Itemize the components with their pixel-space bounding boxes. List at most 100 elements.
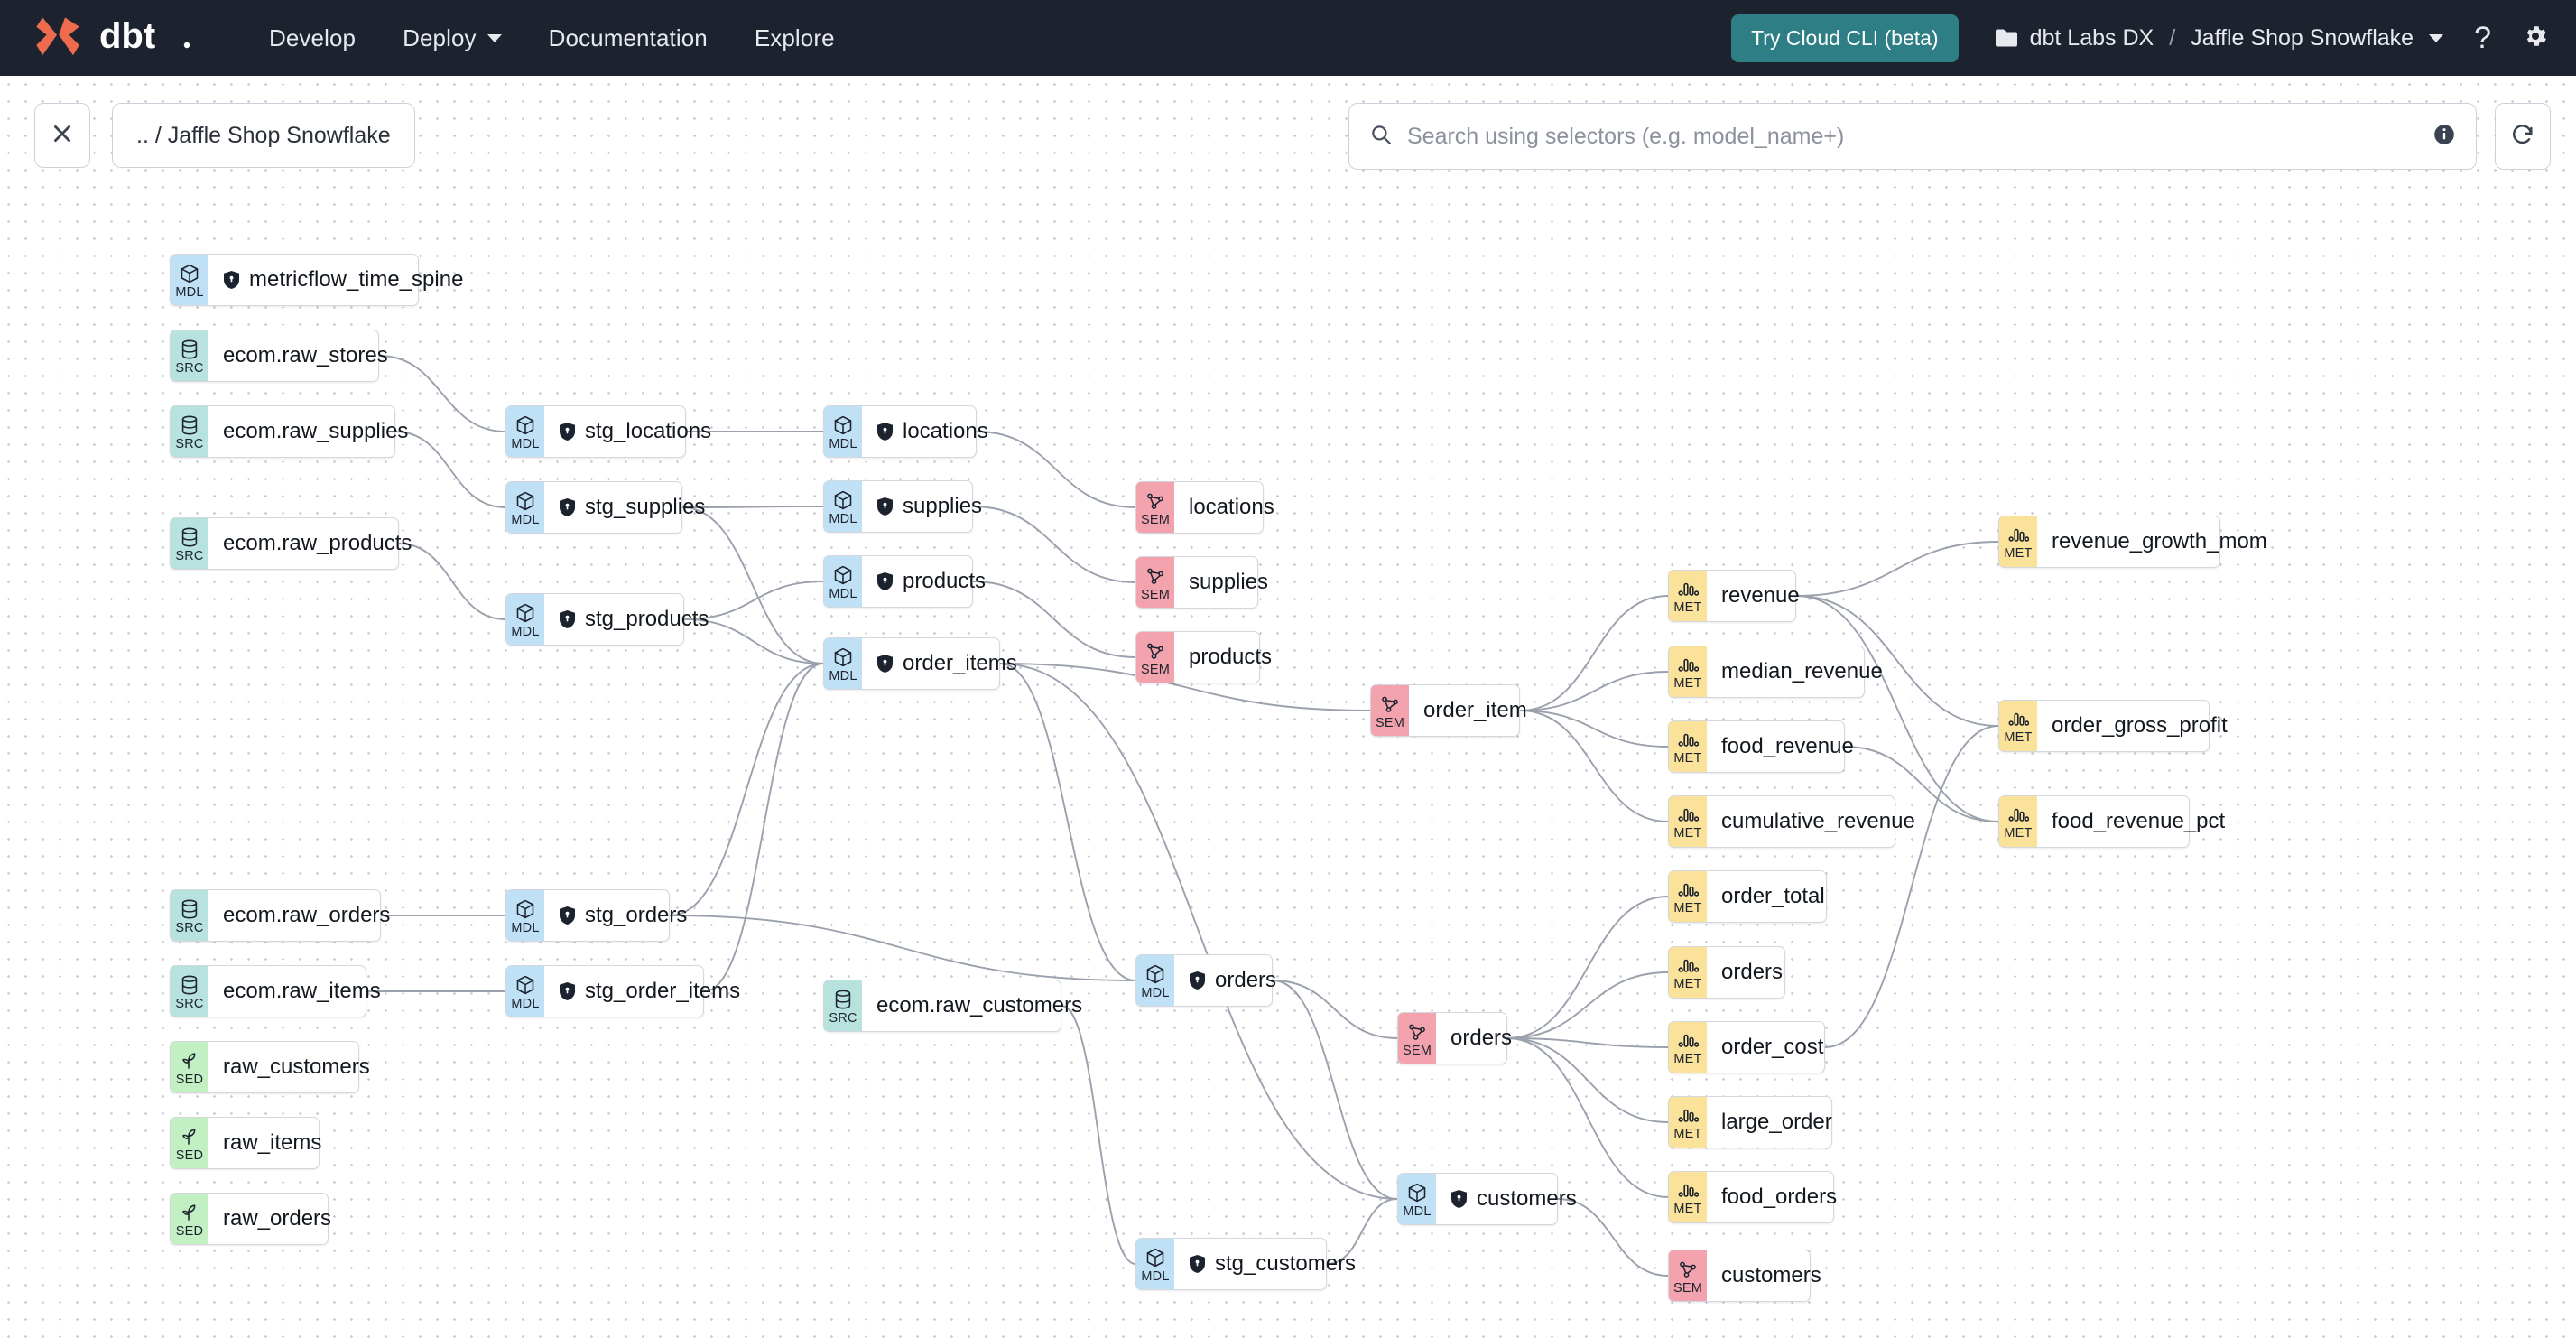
graph-node-mdl_locations[interactable]: MDL locations [823, 405, 988, 458]
bar-chart-icon: MET [1669, 796, 1707, 847]
node-label: revenue_growth_mom [2052, 529, 2267, 553]
settings-button[interactable] [2522, 23, 2549, 54]
nav-documentation-label: Documentation [548, 23, 708, 51]
graph-node-sem_products[interactable]: SEM products [1135, 631, 1272, 683]
graph-edge [1326, 1198, 1398, 1265]
dbt-logo[interactable]: dbt [34, 14, 197, 61]
shield-badge-icon [559, 981, 576, 1001]
graph-edge [1506, 896, 1669, 1039]
node-body: ecom.raw_orders [208, 890, 408, 941]
graph-node-stg_order_items[interactable]: MDL stg_order_items [505, 965, 740, 1017]
network-icon: SEM [1669, 1250, 1707, 1301]
nav-develop-label: Develop [269, 23, 357, 51]
node-type-label: MET [2004, 729, 2033, 745]
node-label: raw_orders [223, 1206, 332, 1231]
graph-node-stg_supplies[interactable]: MDL stg_supplies [505, 481, 705, 534]
graph-breadcrumb[interactable]: .. / Jaffle Shop Snowflake [112, 103, 415, 168]
help-button[interactable]: ? [2474, 23, 2491, 53]
node-body: raw_orders [208, 1194, 349, 1244]
nav-explore[interactable]: Explore [731, 15, 858, 61]
graph-node-stg_locations[interactable]: MDL stg_locations [505, 405, 711, 458]
database-icon: SRC [171, 518, 208, 569]
breadcrumb-account[interactable]: dbt Labs DX [2029, 24, 2154, 51]
network-icon: SEM [1136, 482, 1174, 533]
nav-develop[interactable]: Develop [246, 15, 379, 61]
network-icon: SEM [1136, 557, 1174, 608]
node-label: products [1189, 645, 1273, 669]
node-type-label: MDL [511, 624, 540, 639]
nav-documentation[interactable]: Documentation [525, 15, 731, 61]
bar-chart-icon: MET [1999, 516, 2037, 567]
sprout-icon: SED [171, 1118, 208, 1168]
shield-badge-icon [876, 497, 894, 516]
dbt-wordmark: dbt [99, 15, 197, 61]
graph-edge [976, 431, 1136, 508]
node-type-label: MET [1673, 750, 1702, 766]
graph-node-mdl_supplies[interactable]: MDL supplies [823, 480, 982, 533]
search-input[interactable] [1407, 123, 2418, 150]
graph-node-mdl_customers[interactable]: MDL customers [1397, 1173, 1577, 1225]
node-label: order_cost [1721, 1035, 1824, 1059]
close-button[interactable] [34, 103, 90, 168]
node-type-label: SRC [175, 360, 204, 376]
info-icon[interactable] [2432, 123, 2456, 151]
graph-node-met_revenue_growth_mom[interactable]: MET revenue_growth_mom [1998, 516, 2267, 568]
graph-breadcrumb-label: .. / Jaffle Shop Snowflake [136, 122, 391, 148]
lineage-graph-canvas[interactable]: MDL metricflow_time_spine SRC ecom.raw_st… [0, 76, 2576, 1338]
graph-node-mdl_order_items[interactable]: MDL order_items [823, 637, 1017, 690]
graph-node-mdl_products[interactable]: MDL products [823, 555, 986, 608]
svg-text:dbt: dbt [99, 16, 155, 56]
chevron-down-icon [486, 33, 502, 42]
node-type-label: MDL [511, 920, 540, 935]
graph-node-stg_orders[interactable]: MDL stg_orders [505, 889, 687, 942]
graph-edge [1061, 1005, 1136, 1265]
cube-icon: MDL [824, 406, 862, 457]
node-type-label: MET [1673, 1051, 1702, 1066]
graph-node-mdl_orders[interactable]: MDL orders [1135, 954, 1276, 1007]
graph-node-stg_customers[interactable]: MDL stg_customers [1135, 1238, 1356, 1290]
graph-node-metricflow_time_spine[interactable]: MDL metricflow_time_spine [170, 254, 463, 306]
graph-edge [703, 663, 824, 992]
graph-edge [1795, 595, 1999, 822]
network-icon: SEM [1136, 632, 1174, 683]
node-body: ecom.raw_products [208, 518, 430, 569]
nav-deploy[interactable]: Deploy [379, 15, 525, 61]
try-cloud-cli-button[interactable]: Try Cloud CLI (beta) [1731, 14, 1959, 62]
node-type-label: SEM [1402, 1043, 1432, 1058]
node-type-label: SED [175, 1148, 204, 1163]
graph-edge [398, 543, 506, 620]
search-bar[interactable] [1348, 103, 2477, 170]
refresh-button[interactable] [2495, 103, 2551, 170]
graph-node-ecom_raw_stores[interactable]: SRC ecom.raw_stores [170, 330, 388, 382]
node-body: order_gross_profit [2037, 701, 2246, 751]
graph-node-stg_products[interactable]: MDL stg_products [505, 593, 709, 646]
chevron-down-icon[interactable] [2429, 33, 2444, 42]
breadcrumb-project[interactable]: Jaffle Shop Snowflake [2191, 24, 2414, 51]
graph-node-met_order_cost[interactable]: MET order_cost [1668, 1021, 1825, 1073]
graph-edge [1557, 1198, 1669, 1277]
node-label: ecom.raw_stores [223, 343, 388, 367]
